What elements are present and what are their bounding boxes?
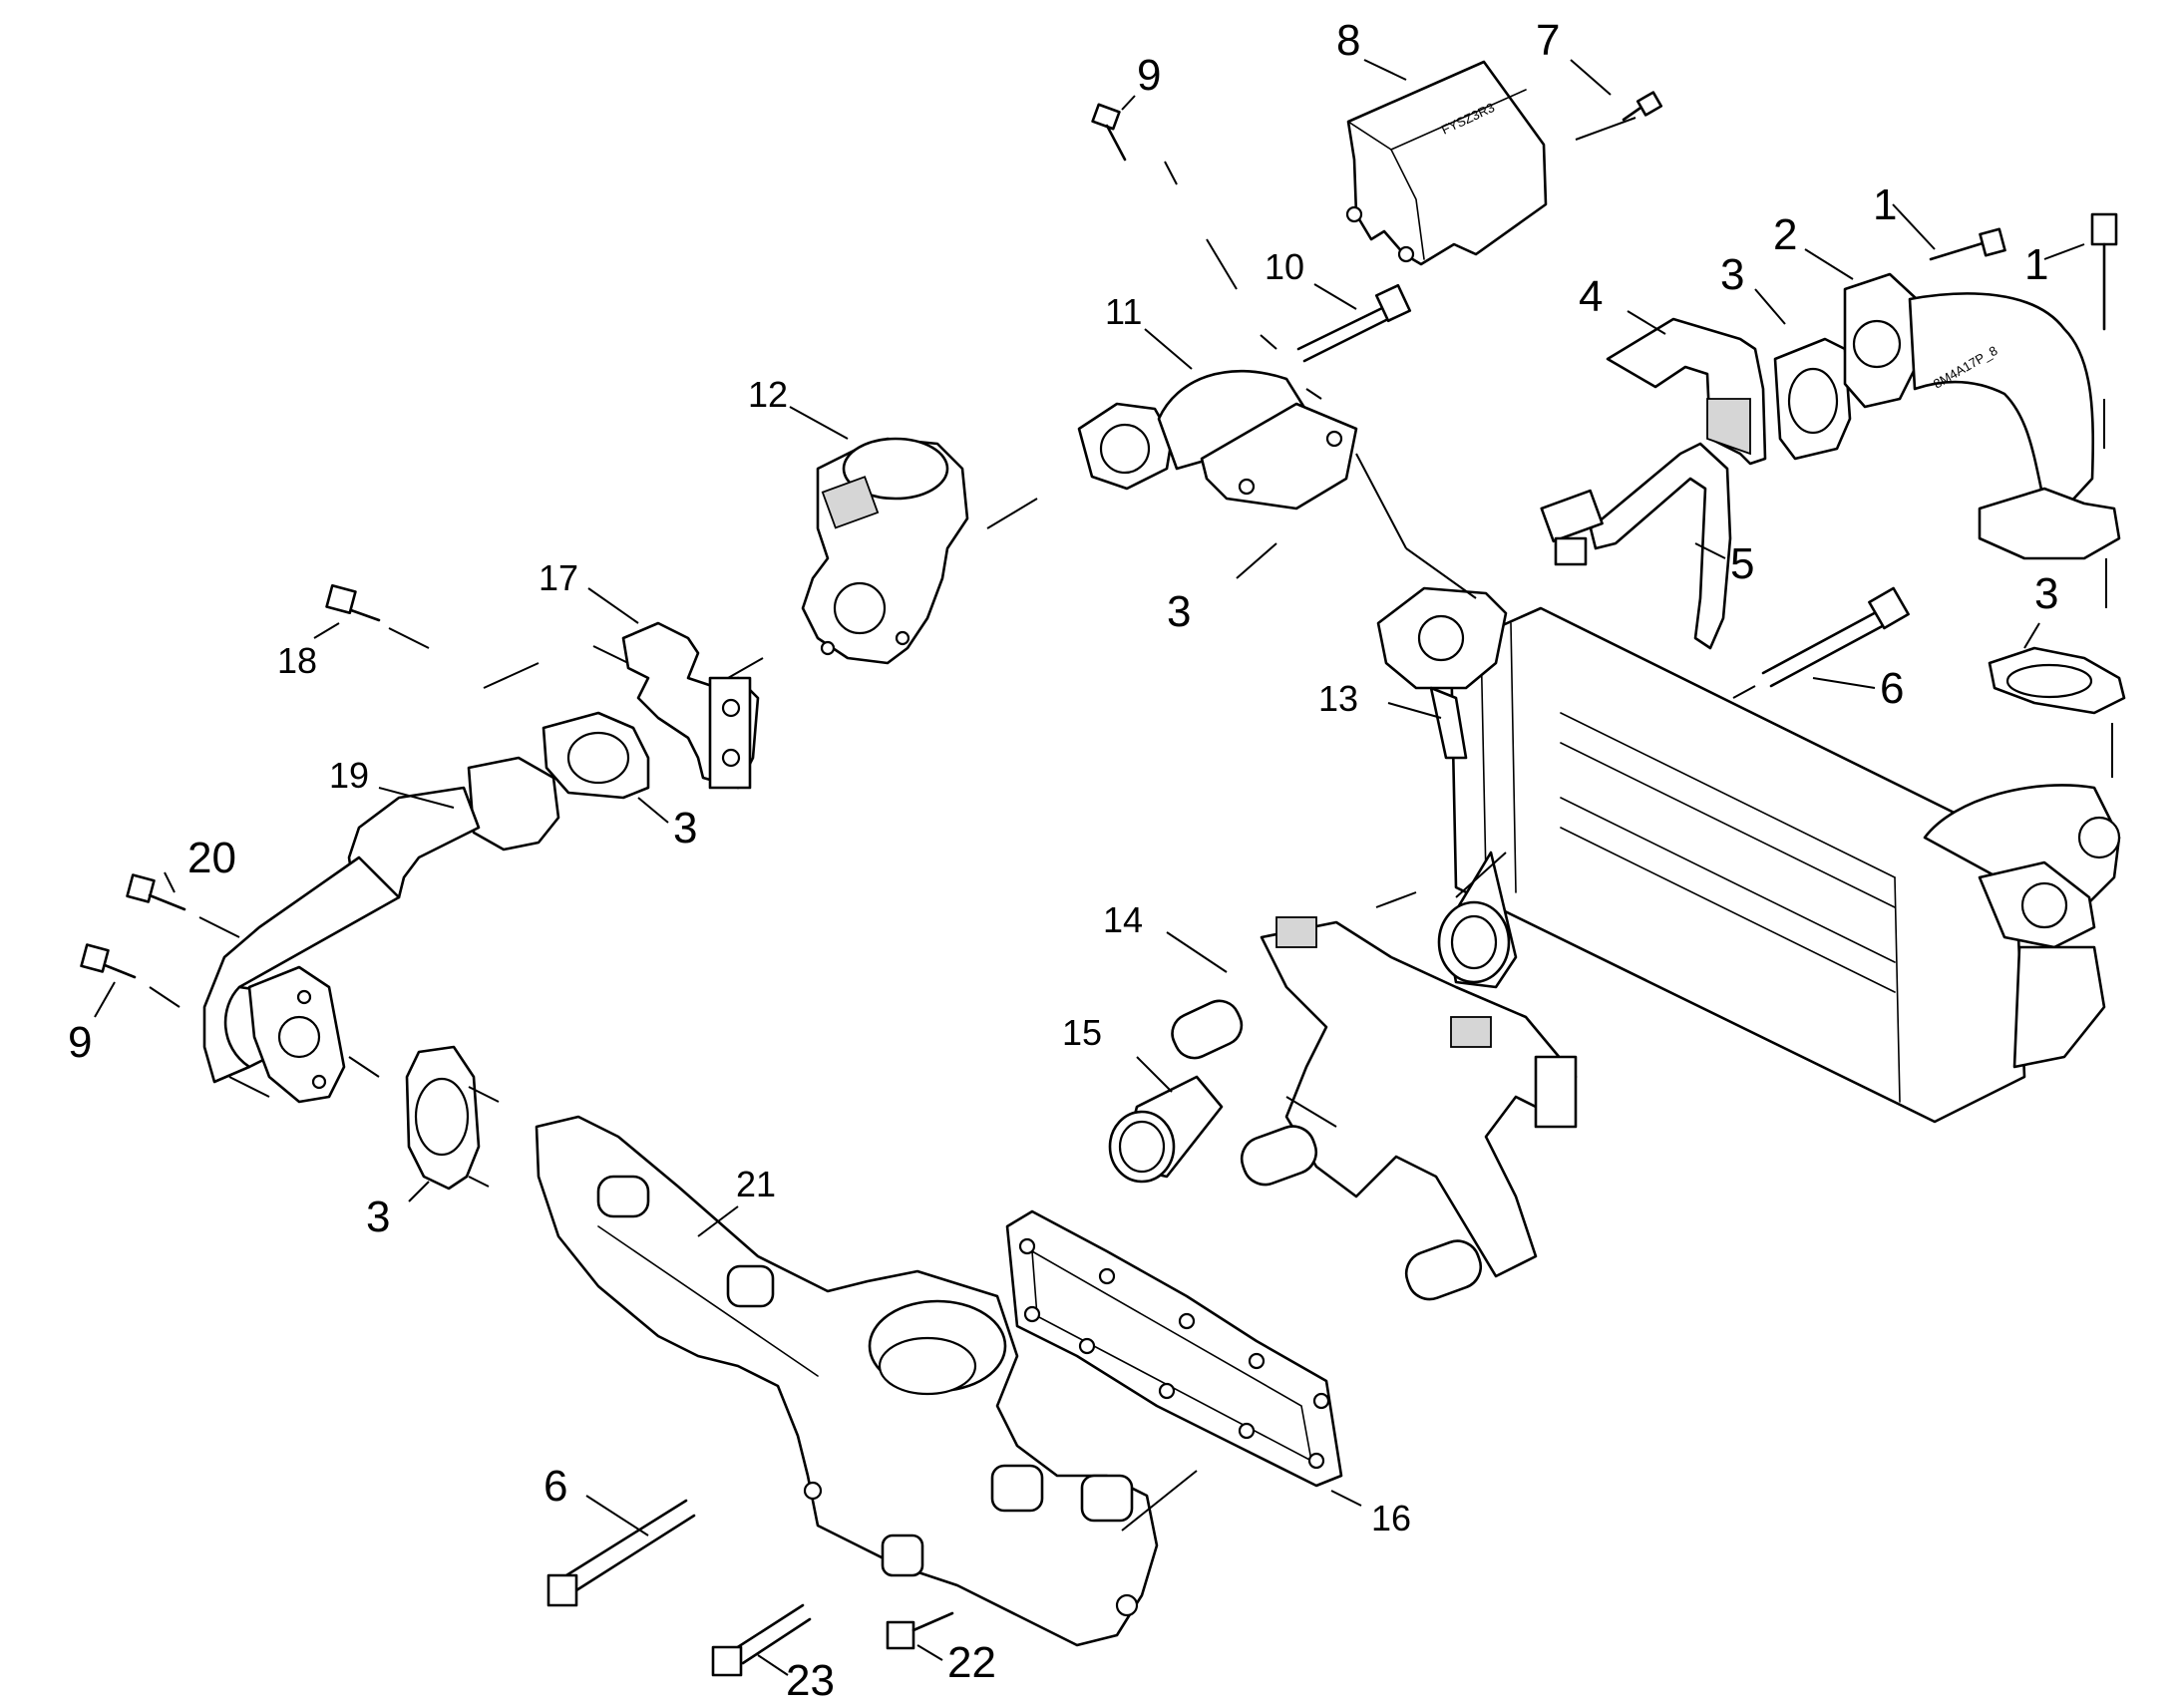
part-3-gasket-right [1988,646,2126,715]
part-6-bolt-right [1761,586,1910,688]
part-20-bolt [126,873,186,911]
callout-19: 19 [329,755,369,796]
part-3-gasket-middle [542,711,650,800]
callout-2: 2 [1773,210,1797,259]
callout-6-right: 6 [1880,664,1904,713]
callout-13: 13 [1318,678,1358,719]
callout-3-right: 3 [2034,569,2058,618]
callout-21: 21 [736,1164,776,1204]
callout-3-left: 3 [366,1193,390,1241]
callout-leaders [94,59,2085,1676]
part-23-bolt [711,1603,812,1677]
part-14-support-bracket [1171,916,1578,1301]
part-11-elbow-pipe [1077,369,1358,511]
part-4-bracket [1606,317,1767,466]
callout-18: 18 [277,640,317,681]
callout-15: 15 [1062,1012,1102,1053]
part-2-egr-pipe: 8M4A17P_8 [1843,272,2121,560]
part-18-bolt [325,583,381,622]
part-1-bolt-b [2090,212,2118,331]
callout-9-top: 9 [1137,51,1161,100]
callout-8: 8 [1336,16,1360,65]
callout-16: 16 [1371,1498,1411,1538]
callout-14: 14 [1103,899,1143,940]
callout-10: 10 [1265,246,1304,287]
part-19-pipe [202,756,560,1104]
part-5-strap-bracket [1540,442,1732,650]
callout-9-left: 9 [68,1018,92,1067]
callout-labels: 1 1 2 3 3 3 3 3 4 5 6 6 7 8 9 9 10 11 12… [68,16,2058,1705]
callout-7: 7 [1536,16,1560,65]
callout-6-bottom: 6 [544,1462,567,1511]
part-17-flange-pipe [621,621,760,790]
part-9-bolt-top [1091,103,1127,162]
callout-1a: 1 [1873,180,1897,229]
part-12-egr-valve [801,437,969,665]
part-1-bolt-a [1929,227,2006,261]
callout-1b: 1 [2024,240,2048,289]
callout-20: 20 [187,834,236,882]
part-3-gasket-left-lower [405,1045,481,1191]
callout-22: 22 [947,1638,996,1687]
callout-11: 11 [1105,291,1142,332]
callout-23: 23 [786,1656,835,1705]
callout-5: 5 [1730,539,1754,588]
callout-3-top-right: 3 [1720,250,1744,299]
callout-3-middle: 3 [673,804,697,853]
callout-4: 4 [1579,272,1603,321]
part-22-bolt [886,1611,954,1650]
part-9-bolt-left [80,943,137,979]
callout-12: 12 [748,374,788,415]
part-8-heat-shield: FYSZ3R3 [1345,60,1548,266]
part-3-gasket-top-right [1773,337,1852,461]
part-10-bolt [1296,283,1412,363]
part-13-egr-cooler [1376,586,2121,1124]
alignment-lines [149,117,2113,1532]
callout-17: 17 [539,557,578,598]
part-6-bolt-bottom [546,1499,696,1607]
part-7-bolt [1622,91,1663,122]
callout-3-middle-right: 3 [1167,587,1191,636]
part-21-egr-housing [535,1115,1159,1647]
part-16-large-gasket [1005,1209,1343,1488]
part-15-hose-nipple [1108,1075,1224,1184]
